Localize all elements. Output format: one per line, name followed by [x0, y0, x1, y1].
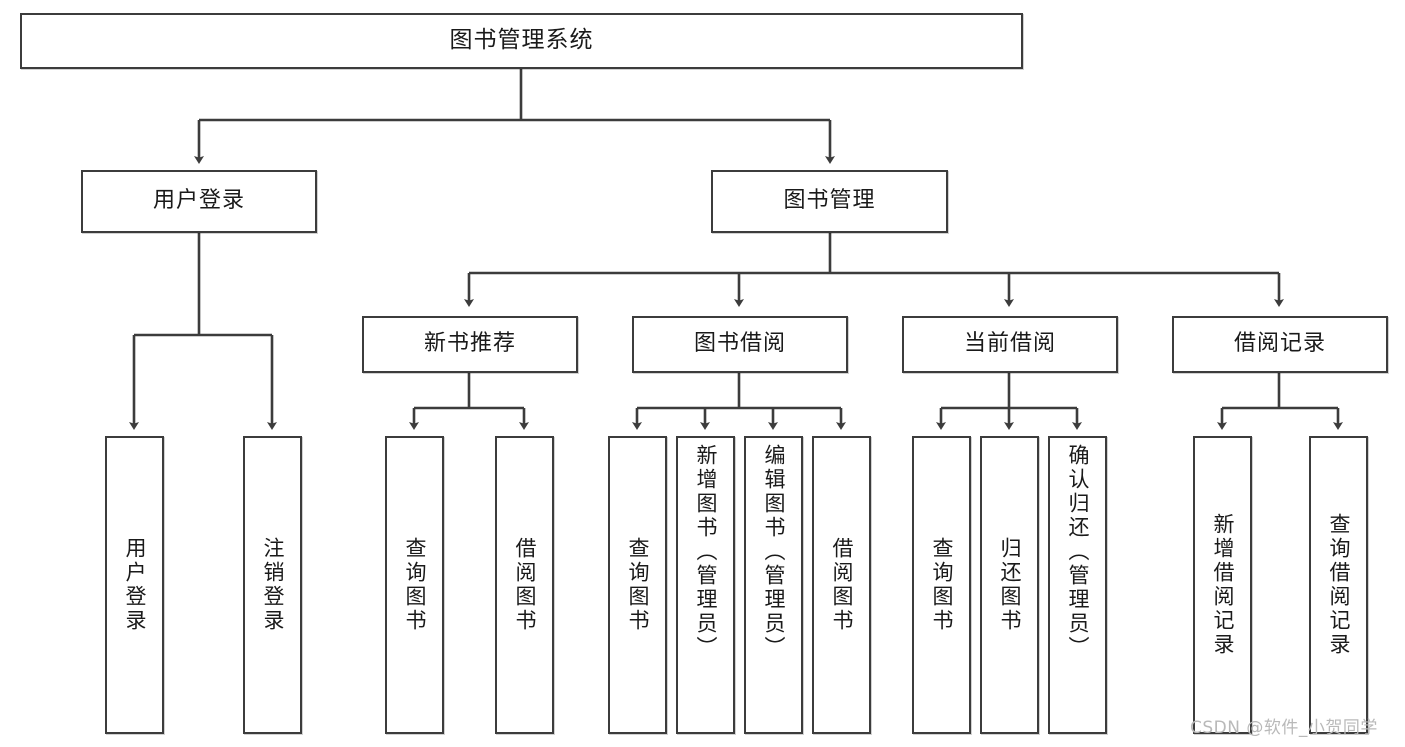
node-label: 新增借阅记录 [1211, 513, 1235, 657]
node-root-system[interactable]: 图书管理系统 [20, 13, 1023, 69]
node-label: 确认归还（管理员） [1066, 444, 1090, 660]
leaf-current-borrow-confirm[interactable]: 确认归还（管理员） [1048, 436, 1107, 734]
node-label: 图书借阅 [693, 331, 786, 357]
leaf-label-wrap: 编辑图书（管理员） [746, 444, 801, 726]
node-label: 用户登录 [123, 537, 147, 633]
csdn-watermark: CSDN @软件_小贺同学 [1190, 718, 1378, 738]
leaf-label-wrap: 借阅图书 [497, 444, 552, 726]
node-label: 注销登录 [261, 537, 285, 633]
node-user-login[interactable]: 用户登录 [81, 170, 317, 233]
node-label: 归还图书 [998, 537, 1022, 633]
node-label: 当前借阅 [963, 331, 1056, 357]
leaf-user-login-logout[interactable]: 注销登录 [243, 436, 302, 734]
node-book-borrow[interactable]: 图书借阅 [632, 316, 848, 373]
leaf-label-wrap: 确认归还（管理员） [1050, 444, 1105, 726]
node-label: 查询借阅记录 [1327, 513, 1351, 657]
node-label: 用户登录 [152, 188, 245, 214]
leaf-label-wrap: 新增借阅记录 [1195, 444, 1250, 726]
leaf-label-wrap: 注销登录 [245, 444, 300, 726]
leaf-book-borrow-edit[interactable]: 编辑图书（管理员） [744, 436, 803, 734]
leaf-book-borrow-borrow[interactable]: 借阅图书 [812, 436, 871, 734]
node-label: 图书管理 [783, 188, 876, 214]
leaf-book-borrow-query[interactable]: 查询图书 [608, 436, 667, 734]
node-label: 查询图书 [930, 537, 954, 633]
leaf-current-borrow-return[interactable]: 归还图书 [980, 436, 1039, 734]
node-label: 新增图书（管理员） [694, 444, 718, 660]
node-label: 新书推荐 [423, 331, 516, 357]
leaf-records-query[interactable]: 查询借阅记录 [1309, 436, 1368, 734]
leaf-label-wrap: 用户登录 [107, 444, 162, 726]
leaf-label-wrap: 查询图书 [914, 444, 969, 726]
leaf-label-wrap: 查询图书 [610, 444, 665, 726]
node-label: 图书管理系统 [449, 27, 594, 54]
node-label: 查询图书 [403, 537, 427, 633]
node-book-management[interactable]: 图书管理 [711, 170, 948, 233]
node-label: 借阅图书 [513, 537, 537, 633]
leaf-current-borrow-query[interactable]: 查询图书 [912, 436, 971, 734]
leaf-label-wrap: 借阅图书 [814, 444, 869, 726]
node-current-borrow[interactable]: 当前借阅 [902, 316, 1118, 373]
leaf-records-add[interactable]: 新增借阅记录 [1193, 436, 1252, 734]
leaf-book-borrow-add[interactable]: 新增图书（管理员） [676, 436, 735, 734]
node-label: 借阅记录 [1233, 331, 1326, 357]
leaf-label-wrap: 查询借阅记录 [1311, 444, 1366, 726]
leaf-user-login-login[interactable]: 用户登录 [105, 436, 164, 734]
node-label: 查询图书 [626, 537, 650, 633]
leaf-label-wrap: 归还图书 [982, 444, 1037, 726]
leaf-label-wrap: 新增图书（管理员） [678, 444, 733, 726]
leaf-new-books-borrow[interactable]: 借阅图书 [495, 436, 554, 734]
leaf-new-books-query[interactable]: 查询图书 [385, 436, 444, 734]
leaf-label-wrap: 查询图书 [387, 444, 442, 726]
node-borrow-records[interactable]: 借阅记录 [1172, 316, 1388, 373]
node-new-book-recommend[interactable]: 新书推荐 [362, 316, 578, 373]
node-label: 借阅图书 [830, 537, 854, 633]
node-label: 编辑图书（管理员） [762, 444, 786, 660]
